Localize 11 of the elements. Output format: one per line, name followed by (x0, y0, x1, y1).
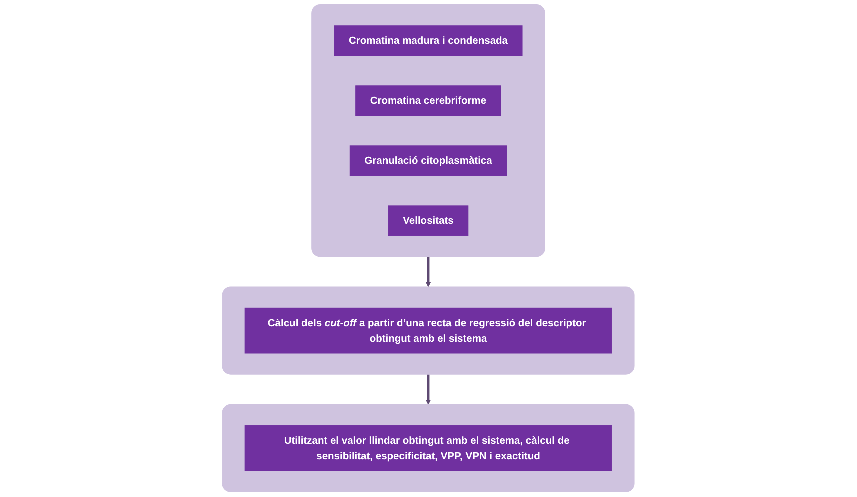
arrow (426, 256, 432, 288)
arrow (426, 374, 432, 405)
node-box: Cromatina cerebriforme (356, 86, 502, 116)
cluster (222, 404, 635, 492)
cluster (312, 4, 546, 258)
node-box: Granulació citoplasmàtica (350, 146, 508, 176)
node-box: Càlcul dels cut-off a partir d’una recta de regressió del descriptor obtingut amb el sistema (244, 308, 612, 354)
cluster (222, 286, 635, 375)
node-box: Utilitzant el valor llindar obtingut amb el sistema, càlcul de sensibilitat, especificitat, VPP, VPN i exactitud (244, 426, 612, 472)
node-box: Cromatina madura i condensada (334, 26, 523, 56)
node-box: Vellositats (388, 206, 469, 236)
